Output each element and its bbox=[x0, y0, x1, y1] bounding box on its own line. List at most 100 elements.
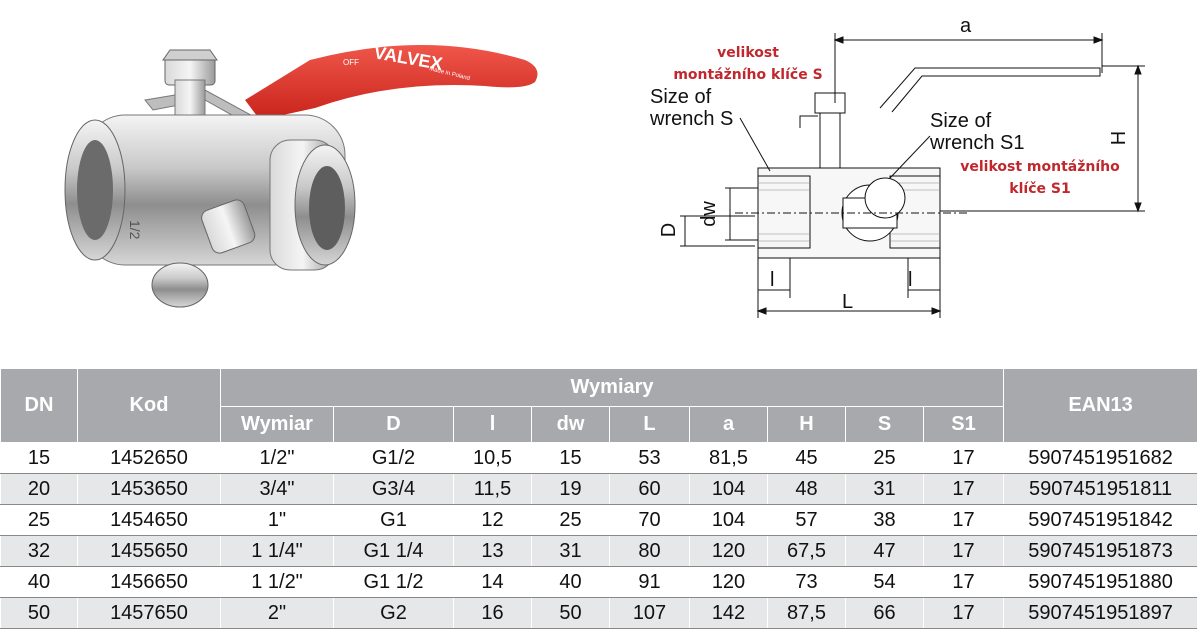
cell-kod: 1457650 bbox=[77, 597, 221, 629]
cell-s1: 17 bbox=[922, 535, 1005, 567]
subheader-l: l bbox=[453, 406, 532, 443]
header-kod: Kod bbox=[77, 368, 221, 443]
dim-dw-label: dw bbox=[697, 201, 720, 227]
cell-L: 60 bbox=[609, 473, 690, 505]
technical-drawing: velikost montážního klíče S velikost mon… bbox=[640, 8, 1190, 328]
cell-h: 73 bbox=[767, 566, 846, 598]
cell-h: 87,5 bbox=[767, 597, 846, 629]
valve-section-diagram bbox=[680, 33, 1145, 318]
ball-valve-illustration: ON OFF VALVEX Made in Poland 1/2 bbox=[64, 38, 538, 308]
cell-dn: 50 bbox=[0, 597, 78, 629]
cell-s: 38 bbox=[845, 504, 924, 536]
cell-a: 81,5 bbox=[689, 442, 768, 474]
cell-d: G1 1/4 bbox=[333, 535, 454, 567]
wrench-s1-note-cz: velikost montážního klíče S1 bbox=[960, 159, 1120, 197]
cell-wymiar: 2" bbox=[220, 597, 334, 629]
cell-L: 80 bbox=[609, 535, 690, 567]
cell-a: 120 bbox=[689, 535, 768, 567]
cell-s1: 17 bbox=[922, 566, 1005, 598]
cell-ean13: 5907451951682 bbox=[1003, 442, 1197, 474]
dim-d-label: D bbox=[658, 222, 681, 238]
cell-dw: 40 bbox=[531, 566, 610, 598]
dim-h-label: H bbox=[1108, 130, 1131, 146]
svg-text:1/2: 1/2 bbox=[127, 220, 143, 240]
cell-L: 91 bbox=[609, 566, 690, 598]
cell-dw: 31 bbox=[531, 535, 610, 567]
cell-dn: 15 bbox=[0, 442, 78, 474]
dim-l-right-label: l bbox=[908, 269, 913, 291]
cell-kod: 1454650 bbox=[77, 504, 221, 536]
cell-kod: 1452650 bbox=[77, 442, 221, 474]
cell-wymiar: 1 1/2" bbox=[220, 566, 334, 598]
cell-dw: 19 bbox=[531, 473, 610, 505]
cell-wymiar: 3/4" bbox=[220, 473, 334, 505]
cell-ean13: 5907451951811 bbox=[1003, 473, 1197, 505]
cell-L: 53 bbox=[609, 442, 690, 474]
cell-d: G2 bbox=[333, 597, 454, 629]
subheader-h: H bbox=[767, 406, 846, 443]
cell-kod: 1456650 bbox=[77, 566, 221, 598]
cell-dw: 50 bbox=[531, 597, 610, 629]
cell-wymiar: 1/2" bbox=[220, 442, 334, 474]
dim-a-label: a bbox=[960, 15, 972, 37]
cell-s1: 17 bbox=[922, 597, 1005, 629]
cell-kod: 1455650 bbox=[77, 535, 221, 567]
cell-s1: 17 bbox=[922, 473, 1005, 505]
product-photo: ON OFF VALVEX Made in Poland 1/2 bbox=[55, 20, 555, 320]
cell-s1: 17 bbox=[922, 442, 1005, 474]
cell-a: 104 bbox=[689, 473, 768, 505]
cell-wymiar: 1 1/4" bbox=[220, 535, 334, 567]
cell-h: 48 bbox=[767, 473, 846, 505]
handle bbox=[245, 45, 538, 120]
header-wymiary: Wymiary bbox=[219, 368, 1005, 407]
cell-ean13: 5907451951873 bbox=[1003, 535, 1197, 567]
wrench-s1-label: Size of wrench S1 bbox=[930, 110, 1025, 154]
subheader-dw: dw bbox=[531, 406, 610, 443]
cell-l: 10,5 bbox=[453, 442, 532, 474]
cell-kod: 1453650 bbox=[77, 473, 221, 505]
cell-dn: 32 bbox=[0, 535, 78, 567]
cell-L: 107 bbox=[609, 597, 690, 629]
wrench-s-label: Size of wrench S bbox=[650, 86, 734, 130]
cell-l: 12 bbox=[453, 504, 532, 536]
subheader-a: a bbox=[689, 406, 768, 443]
cell-s: 54 bbox=[845, 566, 924, 598]
cell-ean13: 5907451951880 bbox=[1003, 566, 1197, 598]
cell-a: 104 bbox=[689, 504, 768, 536]
dim-L-label: L bbox=[842, 291, 854, 313]
cell-s: 66 bbox=[845, 597, 924, 629]
subheader-d: D bbox=[333, 406, 454, 443]
cell-dn: 20 bbox=[0, 473, 78, 505]
cell-l: 14 bbox=[453, 566, 532, 598]
cell-l: 11,5 bbox=[453, 473, 532, 505]
spec-table: DN Kod Wymiary EAN13 Wymiar D l dw L a H… bbox=[0, 368, 1197, 629]
cell-l: 13 bbox=[453, 535, 532, 567]
cell-s1: 17 bbox=[922, 504, 1005, 536]
header-dn: DN bbox=[0, 368, 78, 443]
cell-l: 16 bbox=[453, 597, 532, 629]
cell-wymiar: 1" bbox=[220, 504, 334, 536]
cell-d: G1/2 bbox=[333, 442, 454, 474]
cell-d: G1 1/2 bbox=[333, 566, 454, 598]
cell-h: 45 bbox=[767, 442, 846, 474]
cell-d: G3/4 bbox=[333, 473, 454, 505]
cell-s: 31 bbox=[845, 473, 924, 505]
svg-text:ON: ON bbox=[345, 38, 357, 47]
dim-l-left-label: l bbox=[770, 269, 775, 291]
subheader-s: S bbox=[845, 406, 924, 443]
subheader-s1: S1 bbox=[922, 406, 1005, 443]
subheader-L: L bbox=[609, 406, 690, 443]
cell-s: 25 bbox=[845, 442, 924, 474]
svg-text:OFF: OFF bbox=[343, 58, 359, 67]
cell-ean13: 5907451951842 bbox=[1003, 504, 1197, 536]
cell-dw: 15 bbox=[531, 442, 610, 474]
cell-s: 47 bbox=[845, 535, 924, 567]
header-ean13: EAN13 bbox=[1003, 368, 1197, 443]
